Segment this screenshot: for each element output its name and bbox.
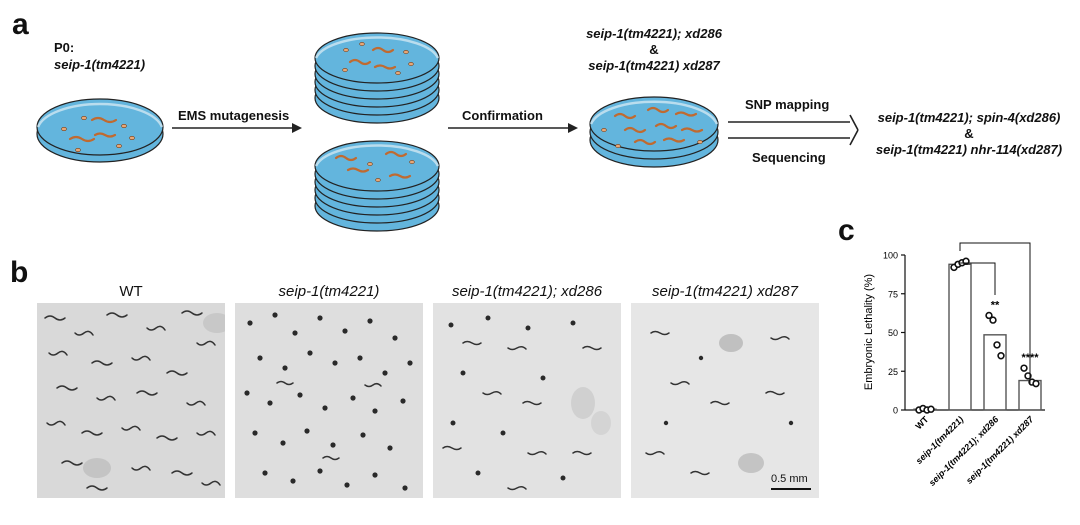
y-axis-label: Embryonic Lethality (%)	[863, 274, 875, 390]
micrograph-seip1	[235, 303, 423, 498]
y-tick-label: 75	[888, 289, 898, 299]
confirmed-ampersand: &	[649, 42, 659, 57]
data-point	[985, 311, 993, 320]
p0-worms	[68, 116, 118, 143]
y-tick-label: 50	[888, 328, 898, 338]
confirmed-genotype-2: seip-1(tm4221) xd287	[588, 58, 720, 73]
y-tick-label: 100	[883, 251, 898, 261]
mutagenized-plate-stack-top	[314, 32, 440, 124]
step-confirmation-label: Confirmation	[462, 108, 543, 123]
x-tick-label: seip-1(tm4221); xd286	[927, 414, 1001, 488]
micrograph-wt	[37, 303, 225, 498]
y-tick-label: 0	[893, 406, 898, 416]
result-genotype-1: seip-1(tm4221); spin-4(xd286)	[877, 110, 1061, 125]
bar	[983, 334, 1007, 411]
panel-label-b: b	[10, 256, 29, 289]
x-tick-label: seip-1(tm4221) xd287	[964, 414, 1036, 486]
data-point	[989, 316, 997, 324]
data-point	[927, 405, 935, 413]
panel-label-a: a	[12, 8, 29, 41]
arrow-result	[849, 114, 859, 131]
mutagenized-plate-stack-bottom	[314, 140, 440, 232]
result-ampersand: &	[964, 126, 974, 141]
step-sequencing-label: Sequencing	[752, 150, 826, 165]
micrograph-title-xd287: seip-1(tm4221) xd287	[652, 283, 798, 300]
step-snp-mapping-label: SNP mapping	[745, 97, 830, 112]
y-tick-label: 25	[888, 367, 898, 377]
p0-genotype: seip-1(tm4221)	[54, 57, 146, 72]
result-genotype-2: seip-1(tm4221) nhr-114(xd287)	[875, 142, 1063, 157]
data-point	[1024, 372, 1032, 380]
schematic-diagram	[36, 32, 859, 232]
panel-label-c: c	[838, 214, 855, 247]
bar	[948, 263, 972, 411]
x-tick-label: WT	[913, 414, 930, 431]
micrograph-title-xd286: seip-1(tm4221); xd286	[451, 283, 603, 300]
micrograph-title-seip1: seip-1(tm4221)	[278, 283, 380, 300]
scale-bar-label: 0.5 mm	[771, 473, 808, 485]
step-mutagenesis-label: EMS mutagenesis	[178, 108, 290, 123]
data-point	[1032, 379, 1040, 388]
p0-plate	[36, 98, 164, 163]
data-point	[997, 352, 1005, 360]
data-point	[993, 341, 1001, 349]
p0-label: P0:	[54, 40, 75, 55]
micrograph-xd287: 0.5 mm	[631, 303, 819, 498]
significance-label: **	[991, 299, 1000, 311]
confirmed-genotype-1: seip-1(tm4221); xd286	[586, 26, 722, 41]
micrograph-xd286	[433, 303, 621, 498]
comparison-bracket-xd286	[960, 262, 996, 295]
confirmed-plate-stack	[589, 96, 719, 168]
data-point	[1020, 364, 1028, 372]
micrograph-title-wt: WT	[119, 283, 143, 300]
arrow-result-lower	[849, 129, 859, 146]
comparison-bracket-xd287	[959, 242, 1031, 385]
